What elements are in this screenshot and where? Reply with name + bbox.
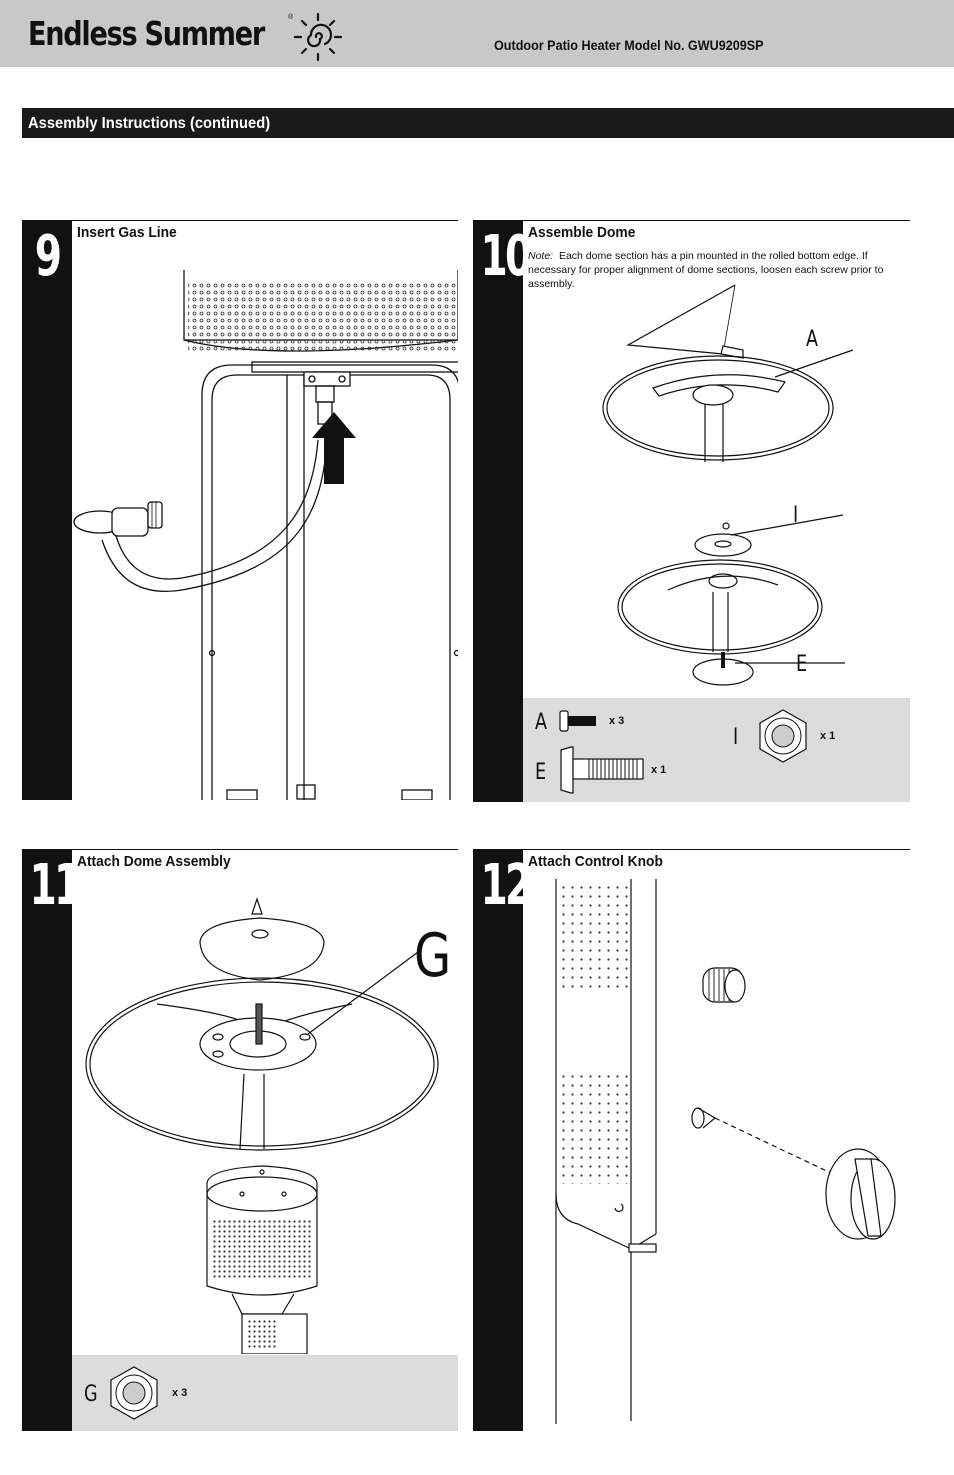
- part-quantity: x 3: [172, 1387, 188, 1399]
- step-title: Attach Control Knob: [528, 853, 663, 870]
- step-title: Attach Dome Assembly: [77, 853, 231, 870]
- step-title: Assemble Dome: [528, 224, 636, 241]
- step-12: 12 Attach Control Knob: [473, 849, 910, 1431]
- step-number: 9: [34, 224, 62, 289]
- section-bar: Assembly Instructions (continued): [22, 108, 954, 138]
- callout-label: A: [806, 327, 819, 352]
- divider-line: [523, 220, 910, 221]
- callout-label: I: [793, 503, 799, 528]
- step-number: 12: [480, 853, 533, 918]
- note-text: Each dome section has a pin mounted in t…: [528, 250, 884, 290]
- divider-line: [72, 220, 458, 221]
- registered-mark: ®: [288, 14, 294, 21]
- step-number-column: 9: [22, 220, 72, 800]
- callout-label: E: [796, 652, 808, 677]
- part-label: I: [733, 725, 739, 750]
- parts-box: G x 3: [72, 1355, 458, 1431]
- step-title: Insert Gas Line: [77, 224, 177, 241]
- part-label: G: [84, 1382, 98, 1407]
- model-number: Outdoor Patio Heater Model No. GWU9209SP: [494, 37, 764, 53]
- screw-icon: [559, 710, 596, 732]
- step-10: 10 Assemble Dome Note: Each dome section…: [473, 220, 910, 802]
- brand-name: Endless Summer: [28, 14, 265, 53]
- part-label: A: [535, 710, 548, 735]
- step-number-column: 11: [22, 849, 82, 1431]
- part-quantity: x 3: [609, 715, 625, 727]
- step-11: 11 Attach Dome Assembly: [22, 849, 458, 1431]
- part-quantity: x 1: [820, 730, 836, 742]
- sun-logo-icon: [293, 12, 343, 62]
- part-quantity: x 1: [651, 764, 667, 776]
- divider-line: [72, 849, 458, 850]
- note-label: Note:: [528, 250, 554, 262]
- dome-attach-illustration: [85, 897, 439, 1354]
- step-9: 9 Insert Gas Line: [22, 220, 458, 800]
- hex-nut-icon: [110, 1366, 158, 1420]
- step-number: 10: [480, 224, 533, 289]
- step-number-column: 10: [473, 220, 533, 802]
- bolt-icon: [560, 746, 644, 794]
- part-label: E: [535, 760, 547, 785]
- step-note: Note: Each dome section has a pin mounte…: [528, 249, 913, 291]
- page-header: Endless Summer ® Outdoor Patio Heater Mo…: [0, 0, 954, 67]
- dome-assembly-illustration: [602, 284, 854, 686]
- parts-box: A x 3 E x 1 I x 1: [523, 698, 910, 802]
- step-number: 11: [29, 853, 82, 918]
- callout-label: G: [414, 921, 452, 991]
- hex-nut-icon: [759, 709, 807, 763]
- section-title: Assembly Instructions (continued): [28, 115, 271, 132]
- gas-line-illustration: [73, 270, 458, 800]
- step-number-column: 12: [473, 849, 533, 1431]
- control-knob-illustration: [555, 879, 896, 1424]
- divider-line: [523, 849, 910, 850]
